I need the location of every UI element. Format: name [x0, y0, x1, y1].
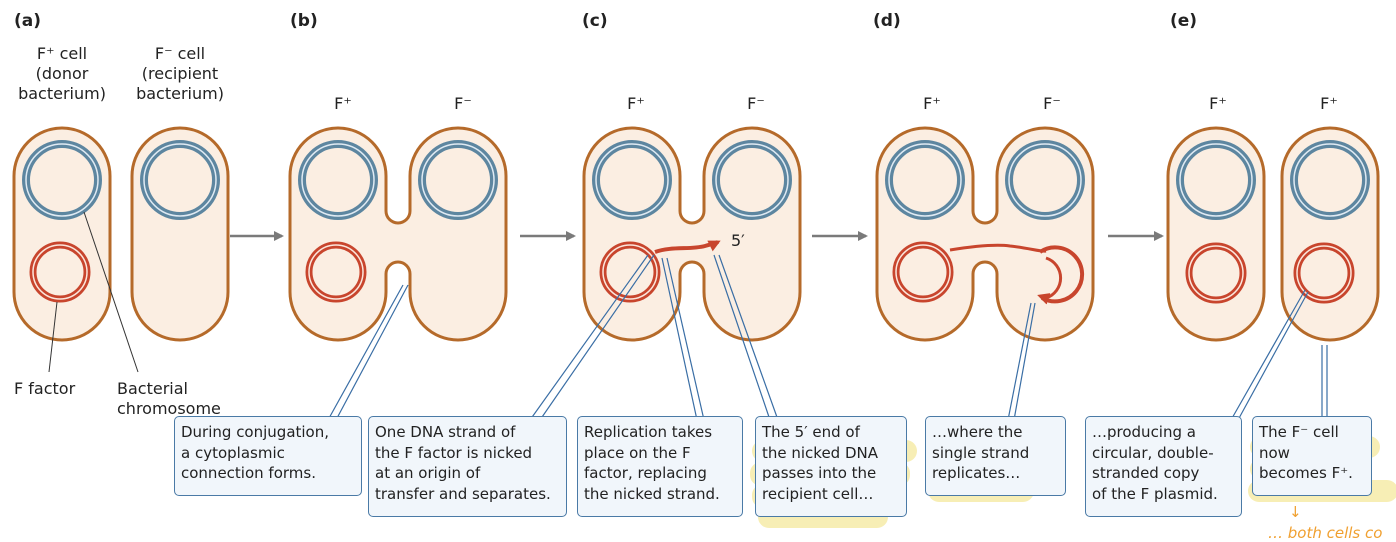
panel-label-a: (a)	[14, 11, 42, 31]
panel-a-cells	[12, 126, 230, 373]
bacterial-chromosome-icon	[1176, 140, 1256, 220]
bacterial-chromosome-icon	[1005, 140, 1085, 220]
panel-e-cells	[1166, 126, 1380, 342]
label-line: F⁻ cell	[154, 44, 206, 63]
cell-label-e-left: F⁺	[1209, 94, 1227, 113]
bacterial-chromosome-icon	[140, 140, 220, 220]
cell-label-c-left: F⁺	[627, 94, 645, 113]
new-strand-d	[1037, 256, 1063, 305]
f-factor-label: F factor	[14, 379, 76, 398]
f-factor-leader	[48, 301, 58, 373]
panel-label-b: (b)	[290, 11, 318, 31]
donor-cell-label: F⁺ cell (donor bacterium)	[4, 44, 120, 104]
cell-label-b-left: F⁺	[334, 94, 352, 113]
cell-label-b-right: F⁻	[454, 94, 472, 113]
cell-label-d-right: F⁻	[1043, 94, 1061, 113]
conjugating-pair-b	[288, 126, 508, 342]
recipient-cell	[130, 126, 230, 342]
five-prime-end-label: 5′	[731, 231, 745, 250]
bacterial-chromosome-icon	[22, 140, 102, 220]
handwritten-arrow: ↓	[1289, 503, 1302, 521]
conjugating-pair-d	[875, 126, 1095, 342]
label-line: bacterium)	[136, 84, 224, 103]
conjugating-cells-b	[288, 126, 508, 342]
panel-label-d: (d)	[873, 11, 901, 31]
callout-conjugation: During conjugation, a cytoplasmic connec…	[174, 416, 362, 496]
callout-double-stranded-copy: …producing a circular, double- stranded …	[1085, 416, 1242, 517]
f-factor-plasmid-icon	[1293, 242, 1355, 304]
bacterial-chromosome-icon	[418, 140, 498, 220]
label-line: bacterium)	[18, 84, 106, 103]
label-line: (donor	[35, 64, 89, 83]
callout-becomes-f-plus: The F⁻ cell now becomes F⁺.	[1252, 416, 1372, 496]
label-line: (recipient	[141, 64, 219, 83]
callout-leaders	[327, 254, 1328, 421]
bacterial-chromosome-icon	[1290, 140, 1370, 220]
transferring-strand-c	[654, 240, 721, 254]
handwritten-note: … both cells co	[1268, 524, 1383, 542]
cell-label-c-right: F⁻	[747, 94, 765, 113]
panel-label-c: (c)	[582, 11, 608, 31]
f-factor-plasmid-icon	[1185, 242, 1247, 304]
bacterial-chromosome-label: Bacterial chromosome	[117, 379, 221, 418]
chromosome-leader	[83, 211, 139, 373]
f-factor-plasmid-icon	[892, 241, 954, 303]
conjugating-cells-d	[875, 126, 1095, 342]
callout-replication: Replication takes place on the F factor,…	[577, 416, 743, 517]
bacterial-chromosome-icon	[712, 140, 792, 220]
cell-label-d-left: F⁺	[923, 94, 941, 113]
panel-label-e: (e)	[1170, 11, 1198, 31]
recipient-cell-label: F⁻ cell (recipient bacterium)	[122, 44, 238, 104]
callout-single-strand-replicates: …where the single strand replicates…	[925, 416, 1066, 496]
f-factor-plasmid-icon	[29, 241, 91, 303]
f-factor-plasmid-icon	[599, 241, 661, 303]
callout-five-prime-transfer: The 5′ end of the nicked DNA passes into…	[755, 416, 907, 517]
conjugating-cells-c	[582, 126, 802, 342]
bacterial-chromosome-icon	[298, 140, 378, 220]
new-donor-cell	[1280, 126, 1380, 342]
callout-nicking: One DNA strand of the F factor is nicked…	[368, 416, 567, 517]
bacterial-chromosome-icon	[885, 140, 965, 220]
label-line: F⁺ cell	[36, 44, 88, 63]
f-factor-plasmid-icon	[305, 241, 367, 303]
conjugating-pair-c	[582, 126, 802, 342]
bacterial-chromosome-icon	[592, 140, 672, 220]
replicating-strand-d	[1038, 245, 1085, 304]
cell-label-e-right: F⁺	[1320, 94, 1338, 113]
